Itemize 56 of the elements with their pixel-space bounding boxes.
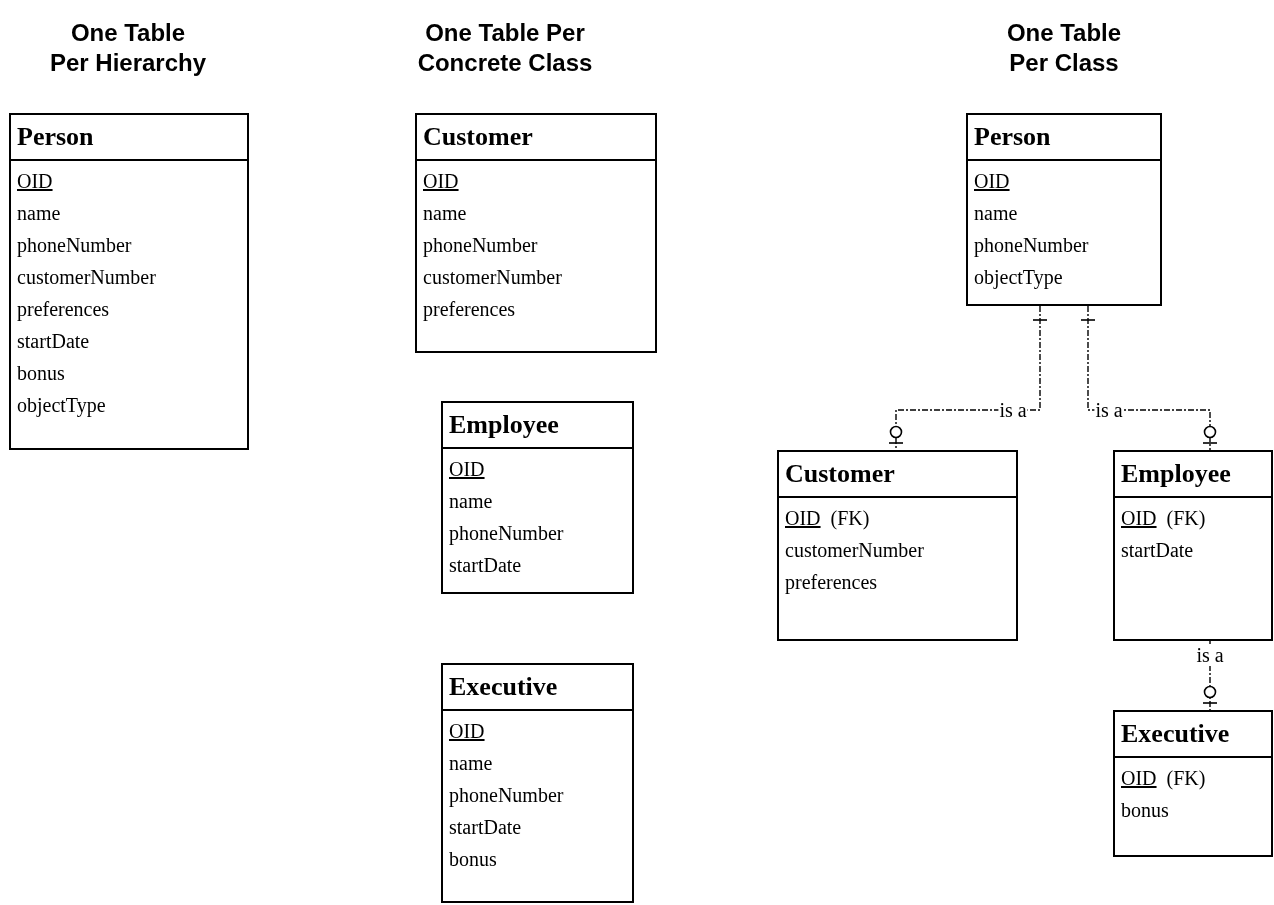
entity-table (441, 663, 634, 903)
entity-table (441, 401, 634, 594)
column-heading: One Table Per Hierarchy (48, 18, 208, 78)
column-name: preferences (785, 570, 878, 596)
column-name: phoneNumber (449, 783, 564, 809)
column-name: customerNumber (785, 538, 924, 563)
column-name: name (423, 201, 467, 226)
column-name: objectType (17, 393, 106, 419)
table-name: Executive (1115, 712, 1271, 758)
relationship-line (1080, 305, 1218, 451)
entity-table (9, 113, 249, 450)
key-column: OID (423, 165, 459, 197)
column-name: name (974, 201, 1018, 226)
column-name: startDate (17, 329, 90, 354)
key-column: OID (FK) (1121, 762, 1206, 794)
key-column: OID (449, 715, 485, 747)
column-name: startDate (449, 815, 522, 840)
key-column: OID (FK) (785, 502, 870, 534)
column-name: phoneNumber (449, 521, 564, 547)
entity-table (1113, 450, 1273, 641)
column-name: bonus (449, 847, 497, 872)
entity-table (415, 113, 657, 353)
column-name: bonus (17, 361, 65, 386)
table-name: Customer (779, 452, 1016, 498)
key-column: OID (974, 165, 1010, 197)
table-name: Customer (417, 115, 655, 161)
column-name: phoneNumber (974, 233, 1089, 259)
column-name: startDate (1121, 538, 1194, 563)
column-heading: One Table Per Concrete Class (416, 18, 594, 78)
relationship-line (888, 305, 1048, 451)
column-name: preferences (423, 297, 516, 323)
table-name: Person (11, 115, 247, 161)
table-name: Employee (443, 403, 632, 449)
column-name: customerNumber (17, 265, 156, 290)
column-name: startDate (449, 553, 522, 578)
column-name: phoneNumber (423, 233, 538, 259)
column-name: preferences (17, 297, 110, 323)
column-heading: One Table Per Class (1005, 18, 1123, 78)
table-name: Person (968, 115, 1160, 161)
entity-table (966, 113, 1162, 306)
table-name: Executive (443, 665, 632, 711)
column-name: bonus (1121, 798, 1169, 823)
column-name: name (449, 489, 493, 514)
column-name: name (17, 201, 61, 226)
key-column: OID (17, 165, 53, 197)
key-column: OID (FK) (1121, 502, 1206, 534)
column-name: customerNumber (423, 265, 562, 290)
entity-table (1113, 710, 1273, 857)
key-column: OID (449, 453, 485, 485)
column-name: objectType (974, 265, 1063, 291)
entity-table (777, 450, 1018, 641)
table-name: Employee (1115, 452, 1271, 498)
column-name: name (449, 751, 493, 776)
column-name: phoneNumber (17, 233, 132, 259)
edge-label: is a (1195, 644, 1225, 666)
relationship-line (1202, 640, 1218, 711)
